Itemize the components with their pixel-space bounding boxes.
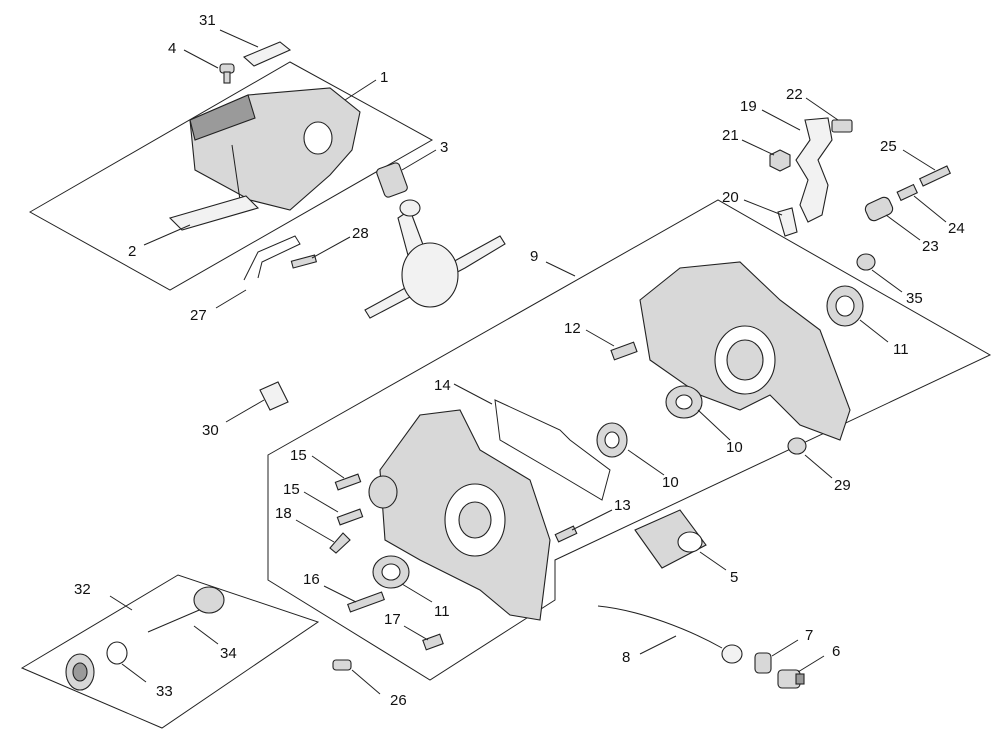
part-2-decal <box>168 195 260 231</box>
callout-15-b: 15 <box>283 481 300 498</box>
part-14-gasket <box>494 399 611 501</box>
cover-group-frame <box>28 61 434 291</box>
part-1-top-cover <box>189 87 361 211</box>
callout-17: 17 <box>384 611 401 628</box>
callout-35: 35 <box>906 290 923 307</box>
callout-5: 5 <box>730 569 738 586</box>
part-23-spacer <box>864 196 894 222</box>
part-3-grommet <box>376 162 408 198</box>
part-7-grommet <box>754 652 772 674</box>
part-4-screw <box>219 63 235 84</box>
callout-6: 6 <box>832 643 840 660</box>
part-10-bearing-a <box>665 385 703 419</box>
callout-10-right: 10 <box>726 439 743 456</box>
part-21-nut <box>769 149 791 172</box>
part-31-label <box>242 41 292 67</box>
callout-27: 27 <box>190 307 207 324</box>
part-25-bolt <box>918 165 952 187</box>
callout-10-left: 10 <box>662 474 679 491</box>
callout-28: 28 <box>352 225 369 242</box>
crankcase-left <box>368 409 551 621</box>
part-26-screw <box>332 659 352 671</box>
callout-2: 2 <box>128 243 136 260</box>
callout-31: 31 <box>199 12 216 29</box>
callout-32: 32 <box>74 581 91 598</box>
cap-group-frame <box>20 574 320 729</box>
part-27-spring-clip <box>243 235 301 281</box>
callout-3: 3 <box>440 139 448 156</box>
callout-14: 14 <box>434 377 451 394</box>
callout-11-left: 11 <box>434 603 450 620</box>
part-11-seal-left <box>372 555 410 589</box>
callout-leaders <box>109 29 947 695</box>
part-34-strainer <box>147 586 225 633</box>
callout-18: 18 <box>275 505 292 522</box>
part-20-plate <box>777 207 798 237</box>
part-9-crankcase-right <box>639 261 851 441</box>
callout-29: 29 <box>834 477 851 494</box>
callout-7: 7 <box>805 627 813 644</box>
crankshaft <box>364 199 506 319</box>
part-5-intake <box>634 509 707 569</box>
callout-24: 24 <box>948 220 965 237</box>
part-35-bushing <box>856 253 876 271</box>
part-16-screw <box>347 591 385 613</box>
callout-4: 4 <box>168 40 176 57</box>
part-29-plug <box>787 437 807 455</box>
callout-16: 16 <box>303 571 320 588</box>
part-10-bearing-b <box>596 422 628 458</box>
part-22-bolt <box>831 119 853 133</box>
part-32-cap <box>65 653 95 691</box>
callout-25: 25 <box>880 138 897 155</box>
callout-11-right: 11 <box>893 341 909 358</box>
part-6-valve <box>777 669 805 689</box>
callout-23: 23 <box>922 238 939 255</box>
callout-26: 26 <box>390 692 407 709</box>
part-13-bolt <box>554 525 578 543</box>
part-15-screw-a <box>334 473 362 491</box>
callout-15-a: 15 <box>290 447 307 464</box>
callout-22: 22 <box>786 86 803 103</box>
part-33-o-ring <box>106 641 128 665</box>
part-24-sleeve <box>896 183 919 202</box>
callout-33: 33 <box>156 683 173 700</box>
part-28-bolt <box>290 254 318 269</box>
callout-20: 20 <box>722 189 739 206</box>
callout-9: 9 <box>530 248 538 265</box>
part-30-tag <box>259 381 289 411</box>
crankcase-group-frame <box>267 199 992 681</box>
callout-30: 30 <box>202 422 219 439</box>
callout-1: 1 <box>380 69 388 86</box>
callout-8: 8 <box>622 649 630 666</box>
callout-21: 21 <box>722 127 739 144</box>
part-17-screw <box>422 633 444 651</box>
part-15-screw-b <box>336 508 364 526</box>
callout-34: 34 <box>220 645 237 662</box>
part-12-dowel <box>610 341 638 361</box>
part-18-pin <box>329 532 351 554</box>
callout-19: 19 <box>740 98 757 115</box>
part-19-bracket <box>795 117 833 223</box>
callout-12: 12 <box>564 320 581 337</box>
part-8-fuel-hose <box>597 605 743 664</box>
callout-13: 13 <box>614 497 631 514</box>
part-11-seal-right <box>826 285 864 327</box>
